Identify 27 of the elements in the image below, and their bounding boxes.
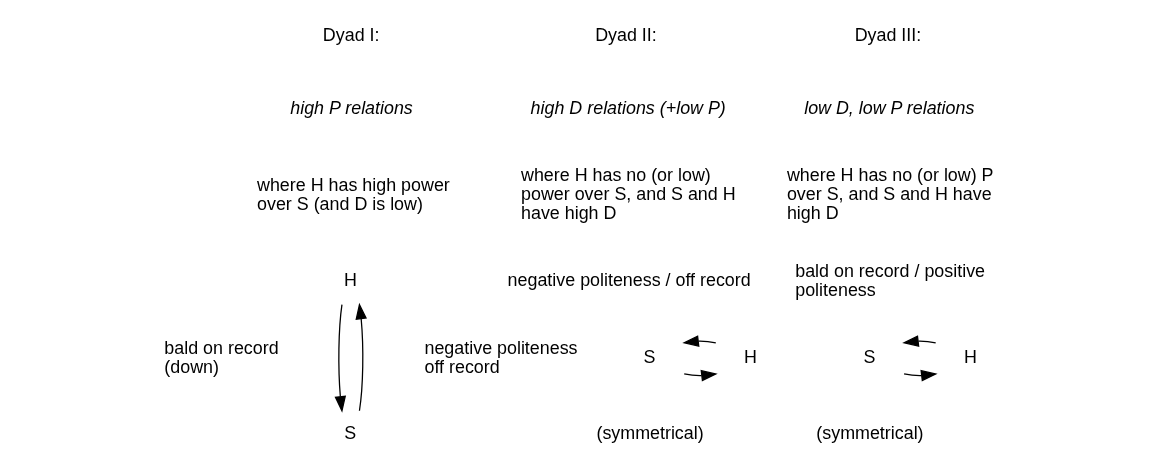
arrow — [903, 369, 938, 382]
label: (symmetrical) — [816, 422, 924, 443]
label: negative politeness off record — [424, 337, 578, 377]
arrow — [355, 302, 367, 412]
label: bald on record / positive politeness — [795, 260, 986, 300]
label: (symmetrical) — [596, 422, 704, 443]
label: where H has no (or low) P over S, and S and H have high D — [786, 164, 994, 224]
label: where H has no (or low) power over S, and S and H have high D — [521, 164, 736, 224]
arrow — [682, 335, 717, 347]
label: Dyad II: — [595, 24, 657, 45]
label: Dyad I: — [322, 24, 380, 45]
label: low D, low P relations — [804, 97, 975, 118]
arrow — [334, 304, 347, 413]
label: where H has high power over S (and D is low) — [257, 174, 450, 214]
label: high P relations — [290, 97, 413, 118]
node-text: H — [744, 347, 757, 368]
arrow — [683, 369, 718, 382]
label: Dyad III: — [854, 24, 922, 45]
node-text: H — [343, 270, 357, 291]
node-text: H — [963, 347, 977, 368]
node-text: S — [643, 347, 656, 368]
node-text: S — [344, 422, 357, 443]
node-text: S — [863, 347, 876, 368]
arrow — [902, 335, 937, 347]
label: bald on record (down) — [164, 337, 279, 377]
label: negative politeness / off record — [507, 270, 751, 291]
label: high D relations (+low P) — [530, 97, 726, 118]
